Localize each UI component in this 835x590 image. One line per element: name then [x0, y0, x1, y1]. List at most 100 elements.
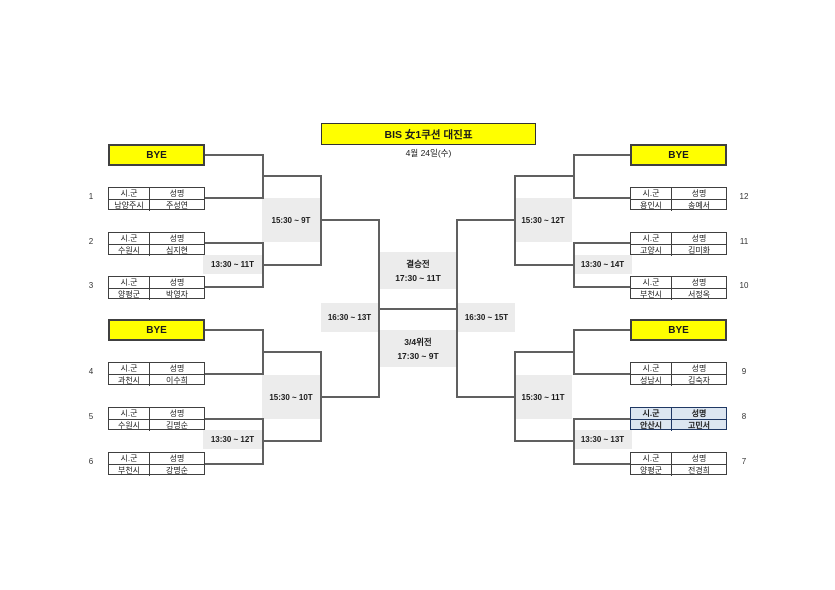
player-city: 양평군	[109, 289, 150, 300]
name-header: 성명	[691, 454, 707, 463]
player-name: 심지현	[165, 246, 189, 255]
final-match-box: 결승전 17:30 ~ 11T	[380, 252, 456, 289]
city-header: 시.군	[109, 363, 150, 374]
bracket-line	[514, 175, 575, 177]
player-name: 강명순	[165, 466, 189, 475]
city-header: 시.군	[631, 453, 672, 464]
player-box-seed-7: 시.군 성명 양평군 전경희	[630, 452, 727, 476]
seed-number: 11	[739, 237, 749, 246]
bracket-line	[262, 175, 322, 177]
bracket-title: BIS 女1쿠션 대진표	[321, 123, 536, 145]
third-place-match-box: 3/4위전 17:30 ~ 9T	[380, 330, 456, 367]
match-time-right-r1-bottom: 13:30 ~ 13T	[573, 430, 632, 449]
city-header: 시.군	[631, 363, 672, 374]
player-box-seed-4: 시.군 성명 과천시 이수희	[108, 362, 205, 386]
bracket-line	[456, 396, 516, 398]
city-header: 시.군	[631, 277, 672, 288]
name-header: 성명	[169, 409, 185, 418]
bracket-line	[573, 154, 630, 156]
name-header: 성명	[169, 278, 185, 287]
player-city: 안산시	[631, 420, 672, 431]
name-header: 성명	[169, 234, 185, 243]
bye-box-left-bottom: BYE	[108, 319, 205, 341]
seed-number: 7	[741, 457, 747, 466]
player-city: 성남시	[631, 375, 672, 386]
third-place-time: 17:30 ~ 9T	[397, 351, 439, 361]
bracket-line	[205, 154, 264, 156]
bracket-line	[205, 242, 264, 244]
name-header: 성명	[169, 454, 185, 463]
player-name: 전경희	[687, 466, 711, 475]
match-time-left-r1-top: 13:30 ~ 11T	[203, 255, 262, 274]
bracket-line	[514, 264, 575, 266]
bracket-line	[573, 418, 630, 420]
name-header: 성명	[691, 278, 707, 287]
bracket-line	[573, 197, 630, 199]
player-box-seed-10: 시.군 성명 부천시 서정옥	[630, 276, 727, 300]
bye-box-right-bottom: BYE	[630, 319, 727, 341]
bracket-line	[205, 418, 264, 420]
name-header: 성명	[691, 234, 707, 243]
bracket-line	[262, 264, 322, 266]
city-header: 시.군	[631, 188, 672, 199]
player-box-seed-6: 시.군 성명 부천시 강명순	[108, 452, 205, 476]
player-city: 남양주시	[109, 200, 150, 211]
player-box-seed-2: 시.군 성명 수원시 심지현	[108, 232, 205, 256]
bracket-line	[378, 308, 458, 310]
seed-number: 3	[88, 281, 94, 290]
bracket-line	[320, 396, 380, 398]
bye-box-left-top: BYE	[108, 144, 205, 166]
bracket-line	[205, 373, 264, 375]
name-header: 성명	[691, 409, 707, 418]
bracket-line	[573, 242, 630, 244]
player-name: 김숙자	[687, 376, 711, 385]
match-time-left-r1-bottom: 13:30 ~ 12T	[203, 430, 262, 449]
bracket-line	[205, 329, 264, 331]
match-time-right-qf-bottom: 15:30 ~ 11T	[514, 375, 572, 419]
seed-number: 9	[741, 367, 747, 376]
bracket-line	[573, 373, 630, 375]
player-city: 양평군	[631, 465, 672, 476]
bracket-line	[262, 351, 322, 353]
bracket-line	[456, 219, 516, 221]
match-time-right-qf-top: 15:30 ~ 12T	[514, 198, 572, 242]
player-city: 과천시	[109, 375, 150, 386]
player-box-seed-11: 시.군 성명 고양시 김미화	[630, 232, 727, 256]
bracket-line	[320, 219, 380, 221]
final-time: 17:30 ~ 11T	[395, 273, 441, 283]
bracket-line	[514, 440, 575, 442]
seed-number: 6	[88, 457, 94, 466]
match-time-right-sf: 16:30 ~ 15T	[458, 303, 515, 332]
player-box-seed-9: 시.군 성명 성남시 김숙자	[630, 362, 727, 386]
city-header: 시.군	[109, 277, 150, 288]
player-city: 수원시	[109, 245, 150, 256]
player-name: 김미화	[687, 246, 711, 255]
bracket-line	[205, 286, 264, 288]
player-name: 주성연	[165, 201, 189, 210]
city-header: 시.군	[109, 408, 150, 419]
bracket-line	[573, 463, 630, 465]
player-box-seed-12: 시.군 성명 용인시 송예서	[630, 187, 727, 211]
match-time-left-sf: 16:30 ~ 13T	[321, 303, 378, 332]
seed-number: 5	[88, 412, 94, 421]
player-box-seed-5: 시.군 성명 수원시 김명순	[108, 407, 205, 431]
city-header: 시.군	[109, 188, 150, 199]
player-name: 송예서	[687, 201, 711, 210]
player-name: 서정옥	[687, 290, 711, 299]
bye-box-right-top: BYE	[630, 144, 727, 166]
seed-number: 10	[739, 281, 749, 290]
player-city: 부천시	[631, 289, 672, 300]
seed-number: 4	[88, 367, 94, 376]
player-name: 이수희	[165, 376, 189, 385]
city-header: 시.군	[109, 233, 150, 244]
final-title: 결승전	[406, 259, 430, 269]
bracket-line	[262, 440, 322, 442]
player-city: 용인시	[631, 200, 672, 211]
bracket-line	[573, 286, 630, 288]
city-header: 시.군	[631, 408, 672, 419]
bracket-line	[573, 329, 630, 331]
seed-number: 2	[88, 237, 94, 246]
player-city: 수원시	[109, 420, 150, 431]
name-header: 성명	[691, 364, 707, 373]
